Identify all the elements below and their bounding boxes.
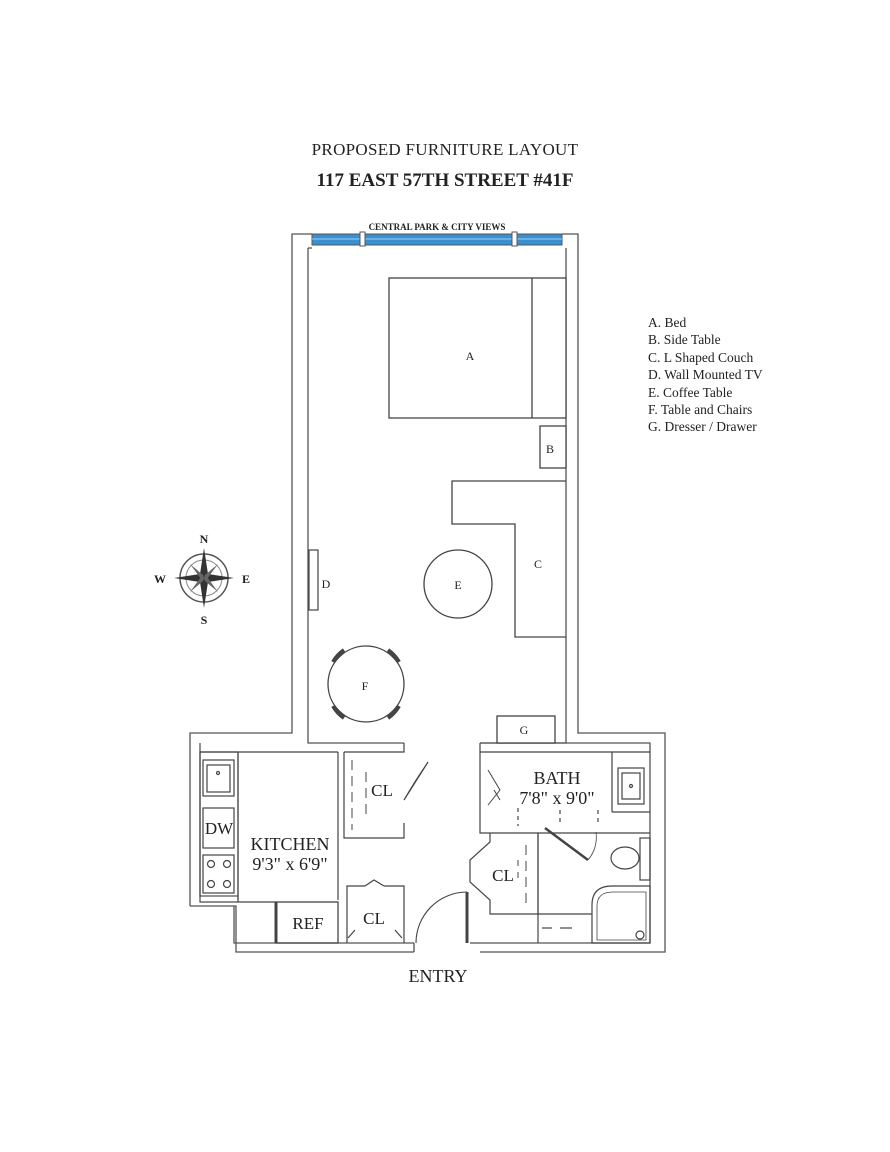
- kitchen-name: KITCHEN: [251, 834, 330, 854]
- compass-w: W: [154, 572, 166, 586]
- l-couch: [451, 480, 566, 638]
- closet-label-upper: CL: [371, 781, 393, 800]
- compass-n: N: [200, 532, 209, 546]
- entry-label: ENTRY: [408, 966, 467, 986]
- dresser: [496, 715, 556, 744]
- tv-label: D: [322, 577, 331, 591]
- legend-item: G. Dresser / Drawer: [648, 419, 757, 435]
- legend-item: C. L Shaped Couch: [648, 349, 754, 365]
- legend-item: B. Side Table: [648, 332, 721, 348]
- legend-item: D. Wall Mounted TV: [648, 367, 763, 383]
- window-strip: [311, 231, 563, 247]
- compass-s: S: [201, 613, 208, 627]
- legend-item: A. Bed: [648, 315, 687, 330]
- closet-upper: [343, 743, 429, 839]
- dining-table-label: F: [362, 679, 369, 693]
- closet-label-ref: CL: [363, 909, 385, 928]
- legend-item: F. Table and Chairs: [648, 402, 753, 418]
- views-label: CENTRAL PARK & CITY VIEWS: [369, 222, 506, 232]
- bath-name: BATH: [533, 768, 580, 788]
- compass-rose-icon: [174, 548, 234, 608]
- bath-size: 7'8" x 9'0": [519, 788, 594, 808]
- compass-e: E: [242, 572, 250, 586]
- legend-item: E. Coffee Table: [648, 384, 733, 400]
- bed: [388, 277, 567, 419]
- couch-label: C: [534, 557, 542, 571]
- entry-door: [413, 891, 480, 952]
- side-table-label: B: [546, 442, 554, 456]
- kitchen-fixtures: [199, 751, 405, 944]
- closet-label-hall: CL: [492, 866, 514, 885]
- closet-hall: [469, 743, 539, 915]
- wall-tv: [308, 549, 319, 611]
- dishwasher-label: DW: [205, 819, 234, 838]
- side-table: [539, 425, 567, 469]
- coffee-table: [423, 549, 493, 619]
- kitchen-size: 9'3" x 6'9": [252, 854, 327, 874]
- dresser-label: G: [520, 723, 529, 737]
- plan-address: 117 EAST 57TH STREET #41F: [316, 170, 574, 191]
- plan-subtitle: PROPOSED FURNITURE LAYOUT: [311, 140, 579, 159]
- coffee-table-label: E: [454, 578, 461, 592]
- dining-table: [327, 645, 405, 723]
- furniture-legend: A. Bed B. Side Table C. L Shaped Couch D…: [648, 314, 763, 436]
- ref-label: REF: [292, 914, 323, 933]
- bed-label: A: [466, 349, 475, 363]
- bath-fixtures: [480, 751, 651, 944]
